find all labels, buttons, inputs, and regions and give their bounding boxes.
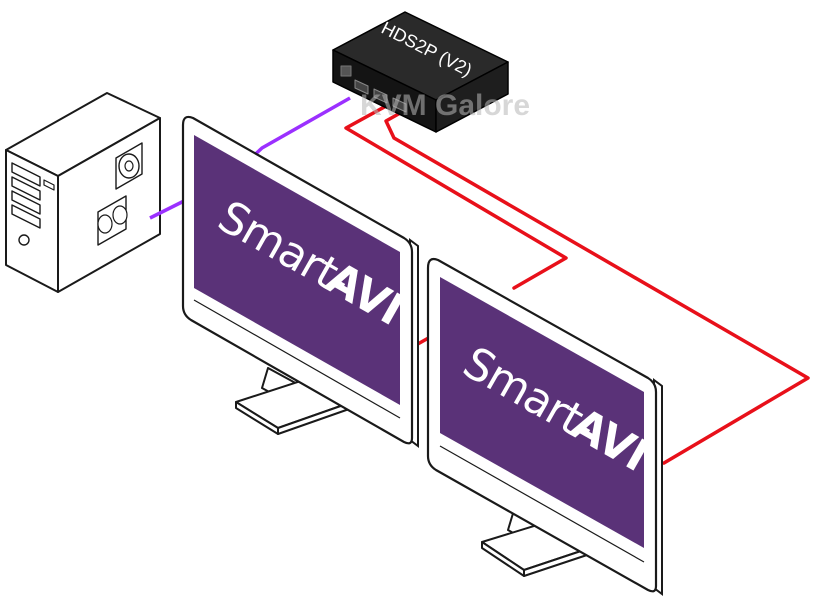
- fan-icon: [97, 195, 128, 246]
- computer-tower: [5, 92, 161, 293]
- monitor-screen: [440, 277, 644, 548]
- monitor-screen: [194, 135, 400, 405]
- hdmi-port-icon: [392, 97, 407, 113]
- hdmi-port-icon: [354, 79, 369, 95]
- hdmi-port-icon: [373, 88, 388, 104]
- device-side: [435, 61, 509, 133]
- monitor-1: Smart- AVI: [181, 115, 419, 448]
- splitter-device: HDS2P (V2): [332, 11, 509, 133]
- monitor-2: Smart- AVI: [426, 257, 663, 596]
- fan-icon: [115, 142, 143, 190]
- watermark: KVM Galore: [360, 89, 530, 122]
